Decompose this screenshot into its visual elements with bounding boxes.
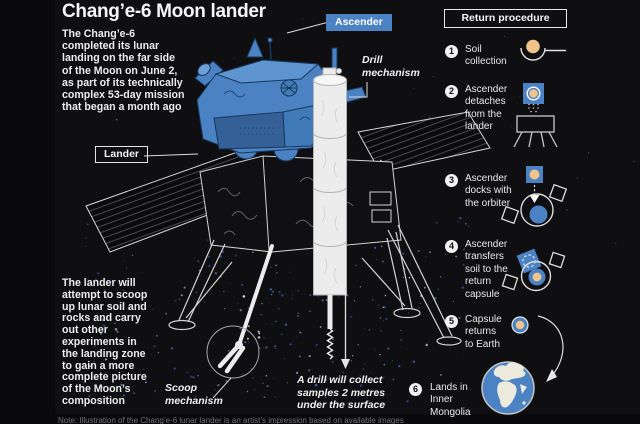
step-2-number: 2 <box>445 85 458 98</box>
star-field-decor <box>80 7 635 403</box>
step-3-label: Ascender docks with the orbiter <box>465 173 512 209</box>
step-6-number: 6 <box>409 383 422 396</box>
step-6-label: Lands in Inner Mongolia <box>430 382 471 418</box>
ascender-detach-icon <box>513 83 558 148</box>
ascender-callout: Ascender <box>326 14 392 31</box>
step-1-number: 1 <box>445 45 458 58</box>
step-2-label: Ascender detaches from the lander <box>465 84 508 133</box>
drill-depth-note: A drill will collect samples 2 metres un… <box>297 374 386 412</box>
capsule-return-icon <box>511 315 564 382</box>
soil-transfer-icon <box>501 248 566 292</box>
step-3-number: 3 <box>445 174 458 187</box>
lander-callout: Lander <box>95 146 149 163</box>
intro-paragraph: The Chang’e-6 completed its lunar landin… <box>62 28 185 114</box>
page-title: Chang’e-6 Moon lander <box>62 1 266 22</box>
step-1-label: Soil collection <box>465 44 507 68</box>
step-4-label: Ascender transfers soil to the return ca… <box>465 239 508 300</box>
soil-collection-icon <box>520 39 566 61</box>
drill-cylinder <box>313 67 350 369</box>
dock-orbiter-icon <box>500 166 568 227</box>
lander-legs <box>168 224 462 346</box>
earth-globe-icon <box>481 361 535 415</box>
return-procedure-header: Return procedure <box>444 9 567 28</box>
callout-connectors <box>143 22 368 399</box>
scoop-mechanism-callout: Scoop mechanism <box>165 382 223 407</box>
step-5-number: 5 <box>445 315 458 328</box>
drill-mechanism-callout: Drill mechanism <box>362 54 420 79</box>
mission-paragraph: The lander will attempt to scoop up luna… <box>62 277 148 407</box>
scoop-highlight-circle <box>206 325 260 379</box>
scoop-arm <box>217 244 274 374</box>
lander-body <box>199 155 402 253</box>
source-footnote: Note: Illustration of the Chang’e-6 luna… <box>58 416 404 424</box>
ascender-art <box>194 36 367 162</box>
step-5-label: Capsule returns to Earth <box>465 314 502 350</box>
step-4-number: 4 <box>445 240 458 253</box>
drill-depth-arrow <box>341 288 350 369</box>
